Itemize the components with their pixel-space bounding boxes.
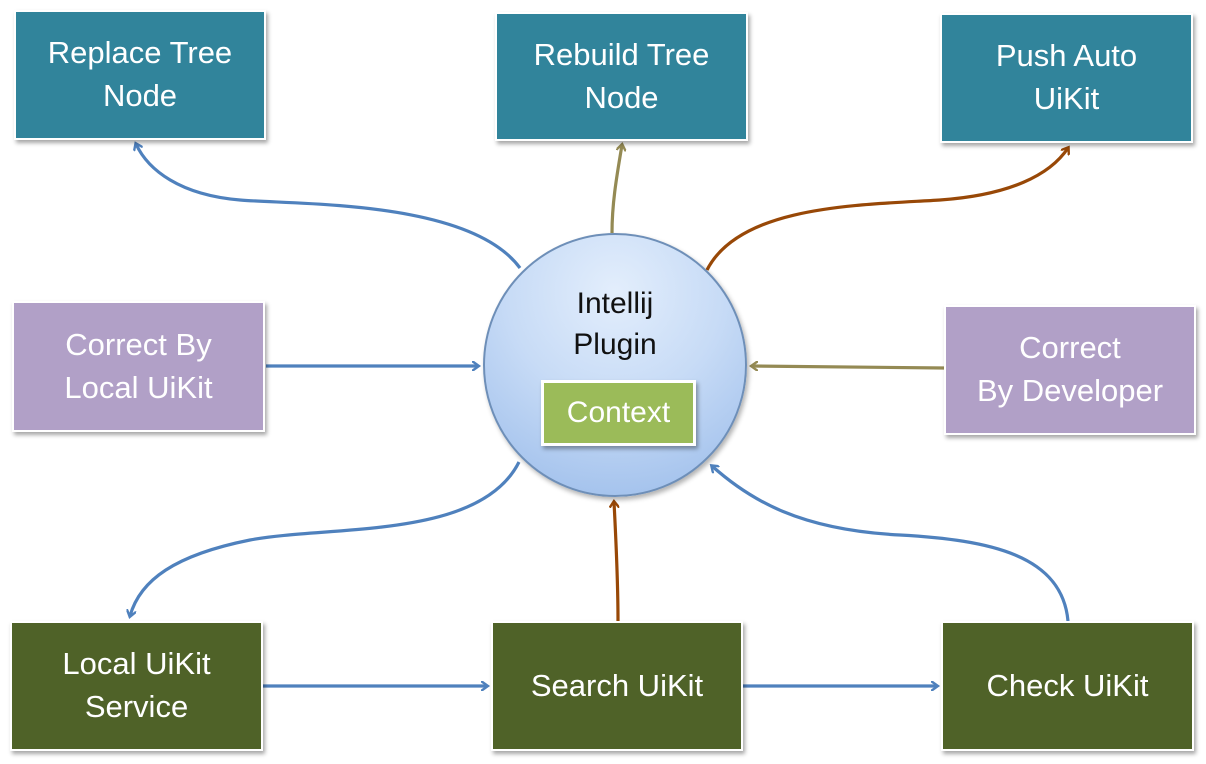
local-uikit-service-box: Local UiKit Service [10, 621, 263, 751]
rebuild-tree-node-box: Rebuild Tree Node [495, 12, 748, 141]
push-auto-uikit-box: Push Auto UiKit [940, 13, 1193, 143]
hub-title: Intellij Plugin [573, 287, 657, 362]
correct-by-local-uikit-box: Correct By Local UiKit [12, 301, 265, 432]
check-uikit-box: Check UiKit [941, 621, 1194, 751]
intellij-plugin-hub: Intellij Plugin Context [483, 233, 747, 497]
context-box: Context [541, 380, 696, 446]
arrow-hub-to-local-uikit-service [130, 461, 521, 616]
arrow-hub-to-replace-tree-node [136, 144, 522, 269]
arrow-check-uikit-to-hub [712, 466, 1070, 622]
replace-tree-node-box: Replace Tree Node [14, 10, 266, 140]
arrow-hub-to-push-auto-uikit [705, 148, 1068, 271]
arrow-hub-to-rebuild-tree-node [610, 145, 622, 234]
arrow-correct-by-developer-to-hub [752, 366, 945, 368]
arrow-search-uikit-to-hub [614, 502, 620, 622]
search-uikit-box: Search UiKit [491, 621, 743, 751]
correct-by-developer-box: Correct By Developer [944, 305, 1196, 435]
